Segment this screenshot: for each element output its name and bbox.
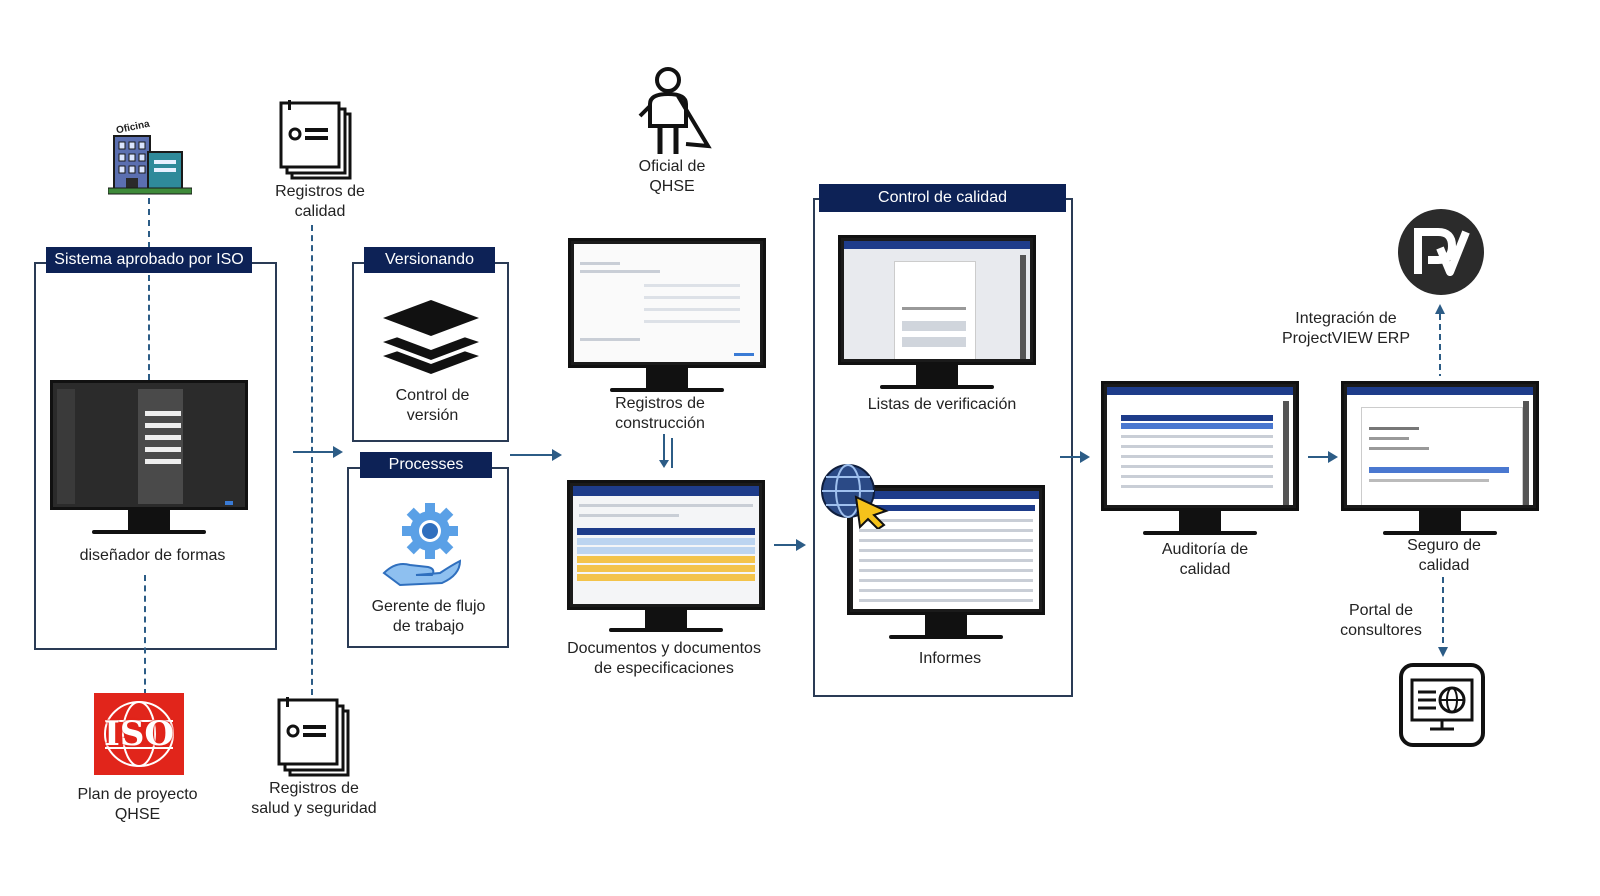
registros-salud-label: Registros de salud y seguridad: [251, 780, 377, 817]
document-stack-icon: [276, 697, 352, 779]
globe-cursor-icon: [820, 463, 890, 531]
processes-header: Processes: [360, 452, 492, 478]
web-portal-icon: [1398, 662, 1486, 748]
iso-logo-icon: ISO: [94, 693, 184, 775]
arrow-to-construction: [510, 449, 562, 461]
control-calidad-header: Control de calidad: [819, 184, 1066, 212]
arrow-down-portal: [1436, 577, 1450, 657]
registros-construccion-label: Registros de construcción: [615, 395, 705, 432]
arrow-to-audit: [1060, 451, 1090, 463]
connector-docs: [311, 225, 313, 695]
documents-monitor[interactable]: [567, 480, 765, 634]
gerente-flujo-label: Gerente de flujo de trabajo: [371, 598, 486, 635]
versionando-header: Versionando: [364, 247, 495, 273]
portal-label: Portal de consultores: [1340, 602, 1422, 639]
arrow-up-integration: [1433, 304, 1447, 376]
layers-icon: [381, 298, 481, 376]
listas-label: Listas de verificación: [867, 396, 1017, 413]
connector-sistema-bottom: [144, 575, 146, 695]
documentos-label: Documentos y documentos de especificacio…: [567, 640, 761, 677]
projectview-logo-icon: [1396, 208, 1486, 296]
iso-logo-text: ISO: [103, 714, 175, 754]
arrow-to-assurance: [1308, 451, 1338, 463]
informes-label: Informes: [918, 650, 982, 667]
integracion-label: Integración de ProjectVIEW ERP: [1281, 310, 1411, 347]
connector-office: [148, 198, 150, 248]
audit-monitor[interactable]: [1101, 381, 1299, 536]
assurance-monitor[interactable]: [1341, 381, 1539, 536]
checklists-monitor[interactable]: [838, 235, 1036, 390]
person-cape-icon: [636, 66, 712, 158]
sistema-iso-header: Sistema aprobado por ISO: [46, 247, 252, 273]
gear-hand-icon: [380, 503, 462, 587]
arrow-to-quality-control: [774, 539, 806, 551]
arrow-to-versioning: [293, 446, 343, 458]
construction-records-monitor[interactable]: [568, 238, 766, 393]
connector-sistema-top: [148, 275, 150, 380]
control-version-label: Control de versión: [395, 387, 470, 424]
oficial-qhse-label: Oficial de QHSE: [638, 158, 706, 195]
form-designer-monitor[interactable]: [50, 380, 248, 535]
document-stack-icon: [278, 100, 354, 182]
registros-calidad-label: Registros de calidad: [275, 183, 365, 220]
double-arrow-down: [658, 434, 678, 470]
plan-proyecto-label: Plan de proyecto QHSE: [77, 786, 198, 823]
seguro-label: Seguro de calidad: [1407, 537, 1481, 574]
office-building-icon: [107, 122, 193, 196]
form-designer-label: diseñador de formas: [79, 547, 226, 564]
auditoria-label: Auditoría de calidad: [1161, 541, 1249, 578]
